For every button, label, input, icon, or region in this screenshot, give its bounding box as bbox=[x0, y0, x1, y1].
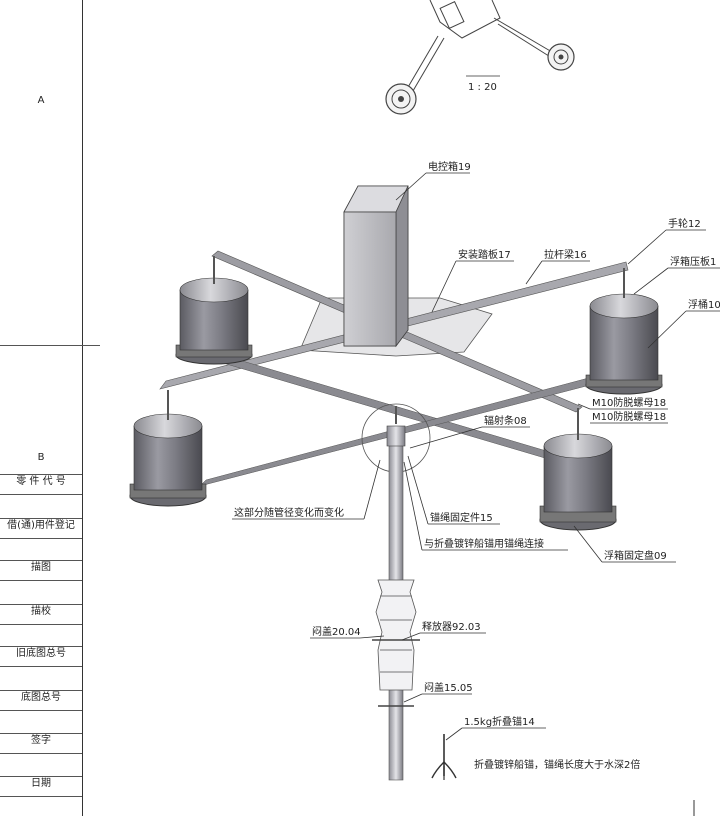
label-float-cover: 浮箱压板1 bbox=[670, 255, 716, 268]
label-mount-disc: 浮箱固定盘09 bbox=[604, 549, 667, 562]
control-box bbox=[343, 185, 409, 348]
label-step-plate: 安装踏板17 bbox=[458, 248, 511, 261]
row-blank-1 bbox=[0, 538, 82, 559]
row-blank-5 bbox=[0, 710, 82, 731]
zone-label-b: B bbox=[37, 452, 45, 463]
label-control-box: 电控箱19 bbox=[428, 160, 471, 173]
float-drum-front-right bbox=[539, 408, 617, 531]
float-drum-back-right bbox=[585, 268, 663, 395]
zone-label-a: A bbox=[37, 95, 45, 106]
float-drum-front-left bbox=[129, 390, 207, 507]
row-trace-check: 描校 bbox=[0, 604, 82, 625]
title-block-strip bbox=[0, 0, 83, 816]
label-nut-b: M10防脱螺母18 bbox=[592, 410, 666, 423]
label-radial-bar: 辐射条08 bbox=[484, 414, 527, 427]
callout-labels: 电控箱19 手轮12 拉杆梁16 安装踏板17 浮箱压板1 浮桶10 M10防脱… bbox=[234, 160, 720, 771]
label-rope-note: 与折叠镀锌船锚用锚绳连接 bbox=[424, 537, 544, 550]
row-blank-7 bbox=[0, 796, 82, 817]
top-view-inset: 1 : 20 bbox=[385, 0, 575, 115]
folding-anchor bbox=[431, 734, 457, 780]
row-base: 底图总号 bbox=[0, 690, 82, 711]
label-pipe-note: 这部分随管径变化而变化 bbox=[234, 506, 344, 519]
row-old-base: 旧底图总号 bbox=[0, 646, 82, 667]
row-borrowed-label: 借(通)用件登记 bbox=[0, 518, 82, 539]
row-blank-2 bbox=[0, 580, 82, 601]
row-date: 日期 bbox=[0, 776, 82, 797]
row-signature: 签字 bbox=[0, 733, 82, 754]
leader-lines bbox=[232, 172, 720, 741]
row-part-code: 零 件 代 号 bbox=[0, 474, 82, 495]
release-housing bbox=[375, 579, 417, 691]
center-pipe-assembly bbox=[361, 403, 431, 781]
row-blank-6 bbox=[0, 753, 82, 774]
label-valve-cap-1: 闷盖20.04 bbox=[312, 625, 361, 638]
zone-divider bbox=[0, 345, 100, 346]
label-anchor: 1.5kg折叠锚14 bbox=[464, 715, 535, 728]
row-blank-3 bbox=[0, 624, 82, 645]
label-handwheel: 手轮12 bbox=[668, 217, 701, 230]
label-float-drum: 浮桶10 bbox=[688, 298, 720, 311]
label-nut-a: M10防脱螺母18 bbox=[592, 396, 666, 409]
label-release: 释放器92.03 bbox=[422, 620, 481, 633]
label-valve-cap-2: 闷盖15.05 bbox=[424, 681, 473, 694]
scale-label: 1 : 20 bbox=[468, 82, 497, 93]
label-anchor-note: 折叠镀锌船锚，锚绳长度大于水深2倍 bbox=[474, 758, 640, 771]
float-drum-back-left bbox=[175, 256, 253, 365]
row-borrowed bbox=[0, 494, 82, 515]
label-anchor-fixer: 锚绳固定件15 bbox=[430, 511, 493, 524]
label-tie-beam: 拉杆梁16 bbox=[544, 248, 587, 261]
row-tracing: 描图 bbox=[0, 560, 82, 581]
row-blank-4 bbox=[0, 666, 82, 687]
